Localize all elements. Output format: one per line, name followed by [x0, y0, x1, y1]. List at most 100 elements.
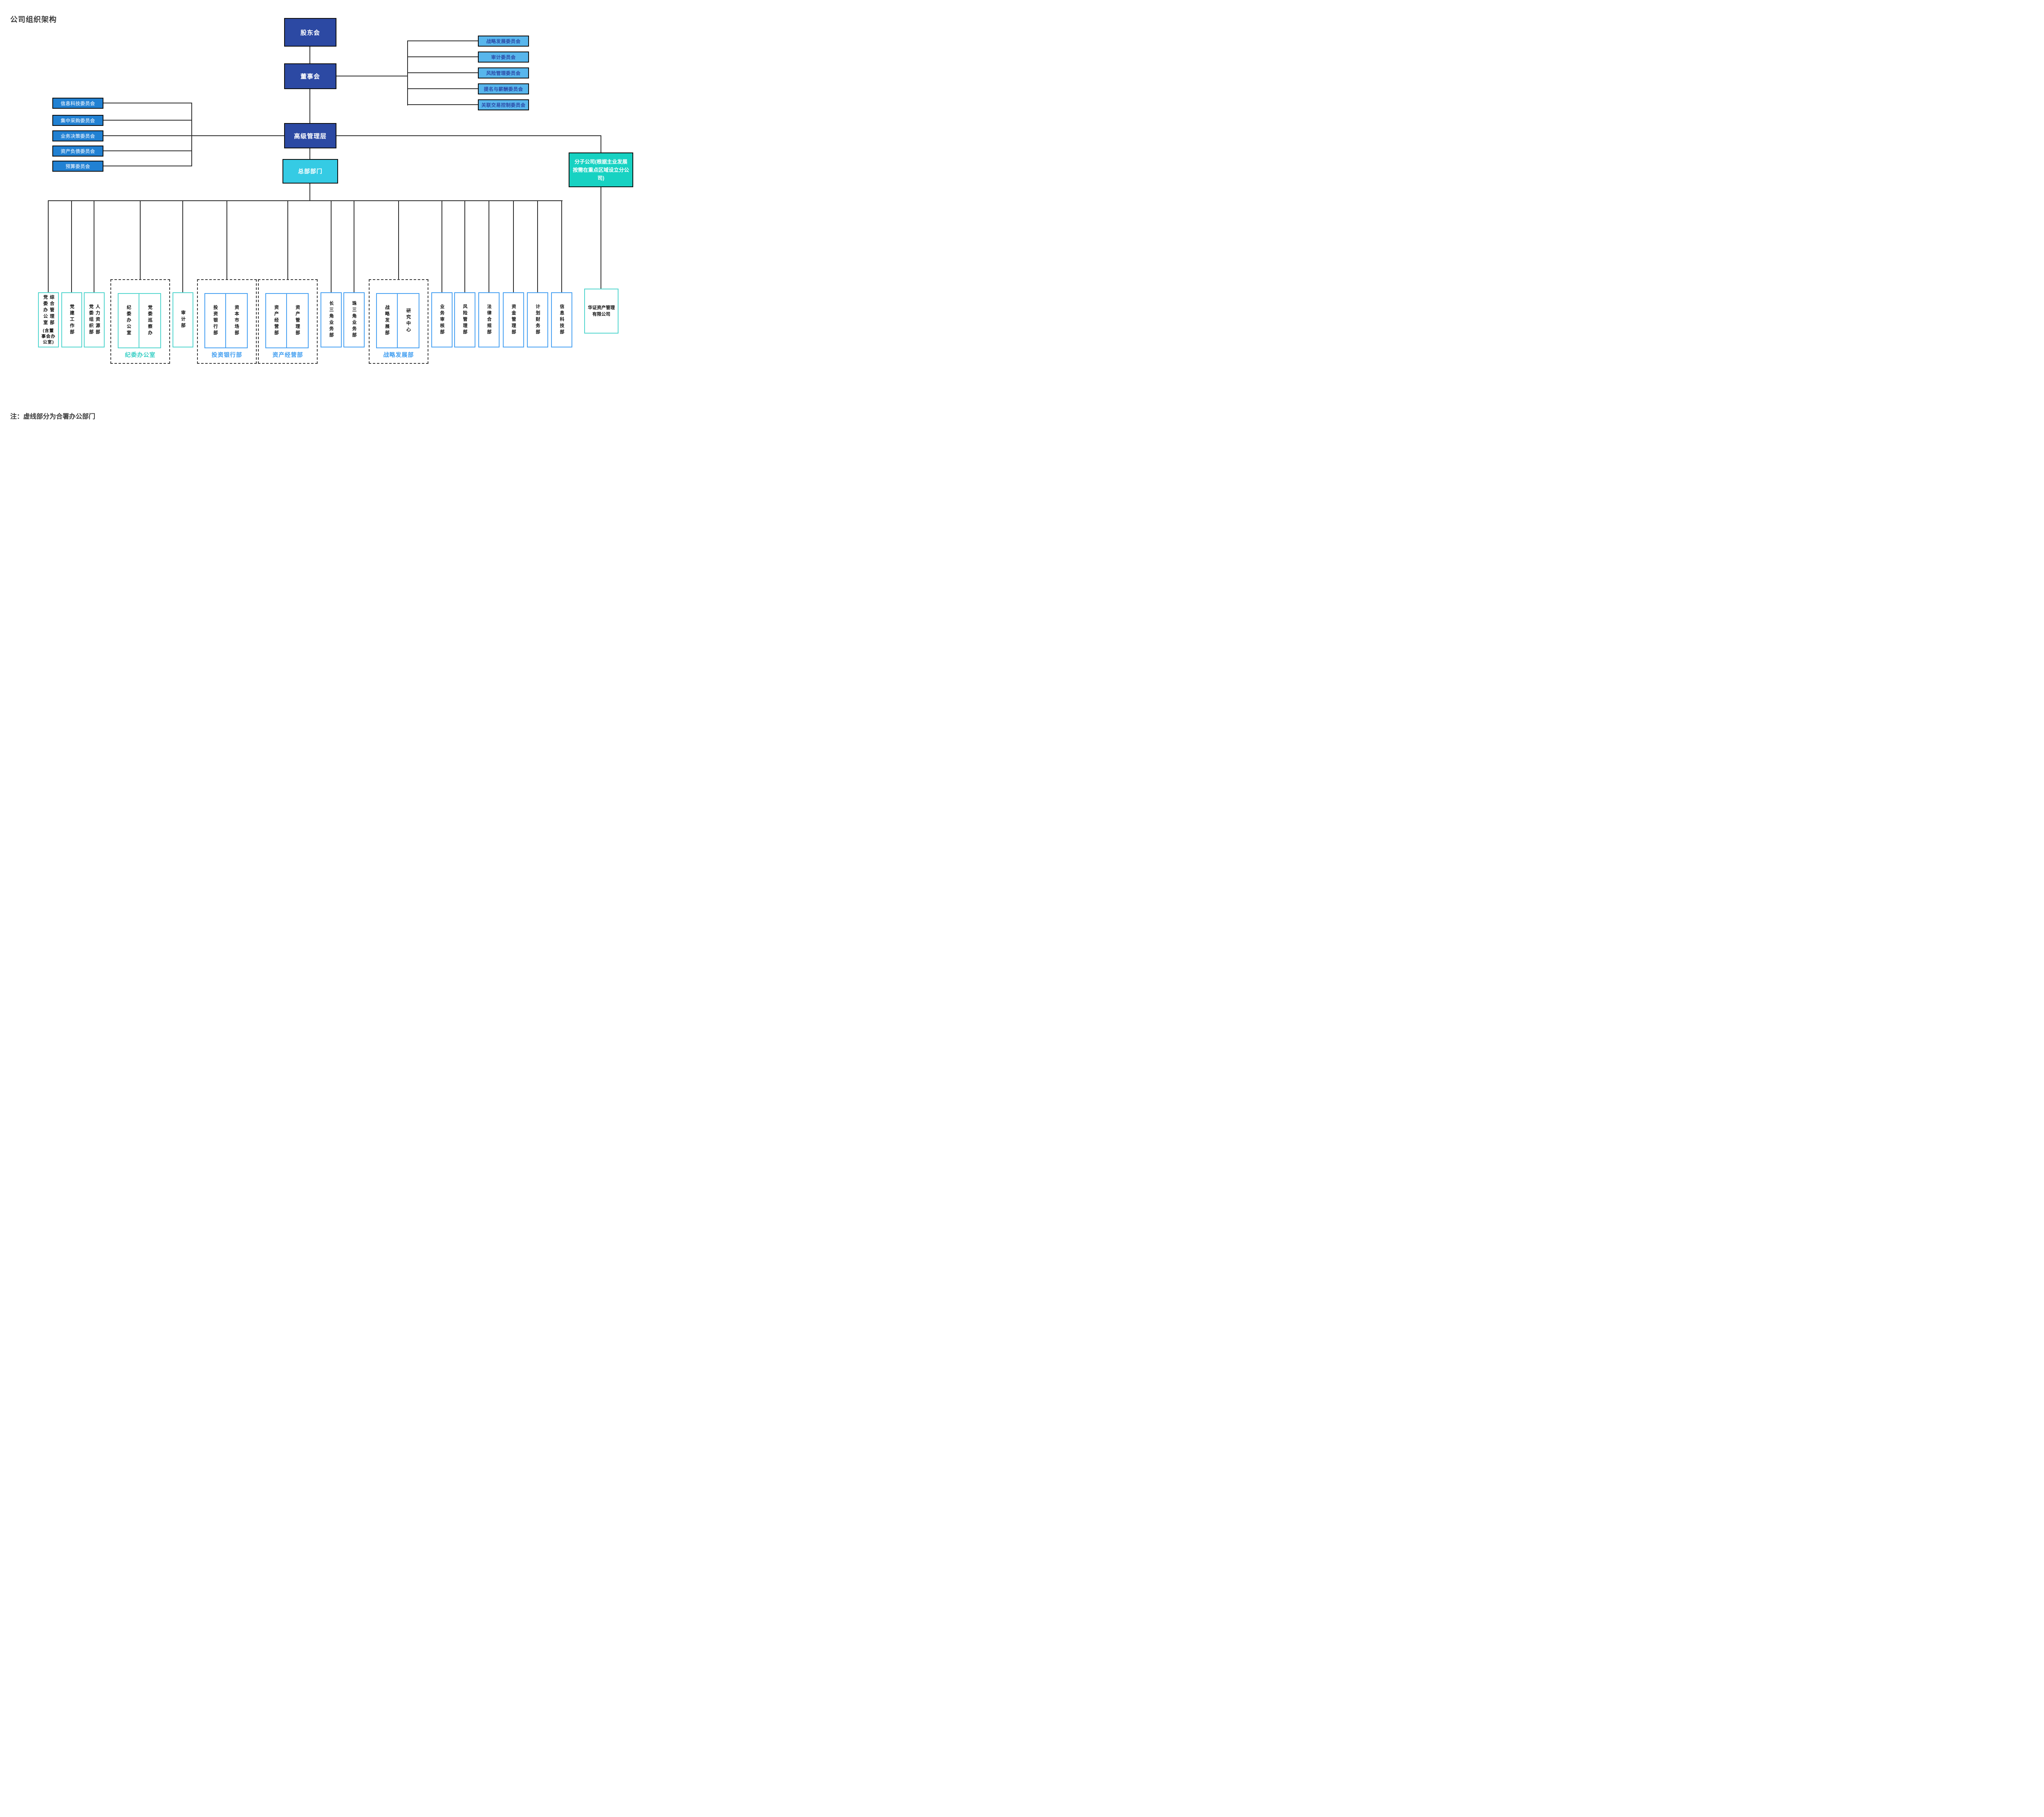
dept-label: 法律合规部: [486, 304, 491, 336]
committee-label: 关联交易控制委员会: [481, 103, 526, 108]
connector-line: [191, 103, 192, 166]
node-board: 董事会: [284, 63, 336, 89]
board-committee-nomination: 提名与薪酬委员会: [478, 83, 529, 94]
dept-party-inspection: 党委巡察办: [139, 293, 161, 348]
dept-label: 珠三角业务部: [352, 301, 356, 339]
board-committee-risk: 风险管理委员会: [478, 67, 529, 78]
dept-risk-management: 风险管理部: [454, 292, 475, 347]
dept-label: 投资银行部: [213, 305, 218, 337]
dept-label: 信息科技部: [559, 304, 564, 336]
group-asset-operation-members: 资产经营部 资产管理部: [265, 293, 309, 348]
node-shareholders-label: 股东会: [300, 29, 320, 36]
mgmt-committee-budget: 预算委员会: [52, 161, 103, 172]
dept-party-office-columns: 党委办公室 综合管理部: [42, 295, 55, 327]
committee-label: 审计委员会: [491, 55, 516, 60]
dept-label: 战略发展部: [384, 305, 390, 337]
group-investment-banking: 投资银行部 资本市场部 投资银行部: [197, 279, 257, 364]
dept-note: (含董事会办公室): [41, 328, 56, 345]
group-investment-banking-members: 投资银行部 资本市场部: [204, 293, 248, 348]
group-strategy-development: 战略发展部 研究中心 战略发展部: [369, 279, 428, 364]
dept-label: 资产经营部: [273, 305, 279, 337]
board-committee-audit: 审计委员会: [478, 52, 529, 63]
node-senior-management-label: 高级管理层: [294, 132, 327, 140]
node-hq-departments-label: 总部部门: [298, 168, 323, 175]
dept-label: 党建工作部: [69, 304, 74, 336]
connector-line: [98, 150, 191, 151]
dept-business-review: 业务审核部: [431, 292, 453, 347]
dept-label: 党委组织部: [88, 304, 94, 336]
dept-audit: 审计部: [173, 292, 193, 347]
connector-line: [408, 72, 478, 73]
dept-information-technology: 信息科技部: [551, 292, 572, 347]
dept-label: 业务审核部: [439, 304, 444, 336]
connector-line: [309, 148, 310, 159]
connector-line: [98, 120, 191, 121]
connector-line: [464, 200, 465, 292]
node-shareholders: 股东会: [284, 18, 336, 47]
node-asset-management-company: 华证资产管理有限公司: [584, 289, 619, 334]
dept-label: 研究中心: [406, 308, 411, 334]
org-chart: 公司组织架构 股东会 董事会 高级管理层 总部部门 分子公司: [0, 0, 641, 433]
dept-treasury: 资金管理部: [503, 292, 524, 347]
board-committee-strategy: 战略发展委员会: [478, 36, 529, 47]
dept-label: 长三角业务部: [329, 301, 334, 339]
connector-line: [309, 184, 310, 201]
committee-label: 战略发展委员会: [486, 39, 521, 44]
node-board-label: 董事会: [300, 73, 320, 80]
dept-label: 纪委办公室: [126, 305, 131, 337]
dept-pearl-delta: 珠三角业务部: [343, 292, 365, 347]
dept-label: 资产管理部: [295, 305, 300, 337]
dept-asset-management: 资产管理部: [287, 293, 309, 348]
connector-line: [408, 88, 478, 89]
node-subsidiaries: 分子公司(根据主业发展按需在重点区域设立分公司): [569, 152, 633, 187]
group-label: 投资银行部: [211, 352, 242, 358]
dept-legal-compliance: 法律合规部: [478, 292, 500, 347]
group-label: 资产经营部: [272, 352, 303, 358]
connector-line: [140, 200, 141, 279]
dept-label: 计划财务部: [535, 304, 540, 336]
dept-org-hr-columns: 党委组织部 人力资源部: [88, 304, 101, 336]
dept-label: 党委办公室: [43, 294, 48, 327]
group-label: 纪委办公室: [125, 352, 156, 358]
committee-label: 资产负债委员会: [61, 149, 95, 154]
dept-label: 审计部: [180, 310, 186, 329]
page-title: 公司组织架构: [10, 16, 57, 24]
mgmt-committee-procurement: 集中采购委员会: [52, 115, 103, 126]
connector-line: [408, 40, 478, 41]
dept-label: 资本市场部: [234, 305, 239, 337]
committee-label: 预算委员会: [65, 164, 90, 169]
group-discipline-members: 纪委办公室 党委巡察办: [118, 293, 161, 348]
group-strategy-members: 战略发展部 研究中心: [376, 293, 419, 348]
node-senior-management: 高级管理层: [284, 123, 336, 148]
connector-line: [408, 56, 478, 57]
dept-discipline-office: 纪委办公室: [118, 293, 139, 348]
dept-party-building: 党建工作部: [61, 292, 82, 347]
mgmt-committee-it: 信息科技委员会: [52, 98, 103, 109]
committee-label: 提名与薪酬委员会: [484, 87, 523, 92]
connector-line: [182, 200, 183, 292]
connector-line: [336, 135, 601, 136]
group-asset-operation: 资产经营部 资产管理部 资产经营部: [258, 279, 318, 364]
dept-org-hr: 党委组织部 人力资源部: [84, 292, 105, 347]
dept-label: 资金管理部: [511, 304, 516, 336]
connector-line: [561, 200, 562, 292]
mgmt-committee-asset-liability: 资产负债委员会: [52, 146, 103, 157]
connector-line: [98, 135, 284, 136]
group-discipline-office: 纪委办公室 党委巡察办 纪委办公室: [110, 279, 170, 364]
group-label: 战略发展部: [383, 352, 414, 358]
dept-research-center: 研究中心: [398, 293, 419, 348]
committee-label: 风险管理委员会: [486, 71, 521, 76]
connector-line: [309, 89, 310, 123]
dept-label: 党委巡察办: [147, 305, 152, 337]
connector-line: [287, 200, 288, 279]
committee-label: 集中采购委员会: [61, 118, 95, 123]
connector-line: [408, 104, 478, 105]
connector-line: [71, 200, 72, 292]
connector-line: [537, 200, 538, 292]
node-hq-departments: 总部部门: [282, 159, 338, 184]
board-committee-related-transactions: 关联交易控制委员会: [478, 99, 529, 110]
dept-party-office: 党委办公室 综合管理部 (含董事会办公室): [38, 292, 59, 347]
dept-planning-finance: 计划财务部: [527, 292, 548, 347]
connector-line: [513, 200, 514, 292]
dept-capital-markets: 资本市场部: [226, 293, 248, 348]
